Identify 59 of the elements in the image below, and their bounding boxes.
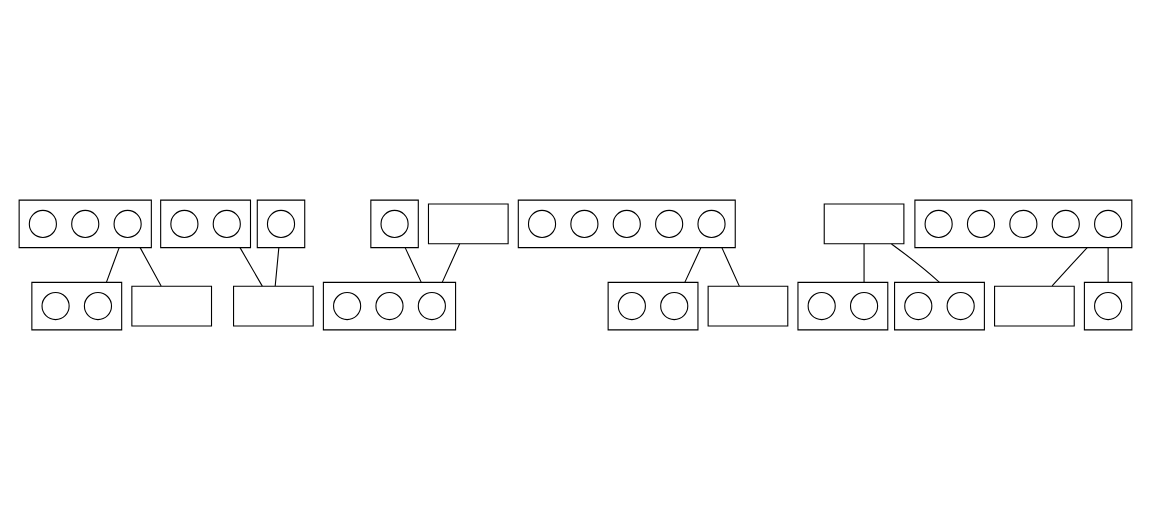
node-circle — [83, 291, 113, 320]
connector — [1051, 246, 1088, 286]
node-circle — [924, 209, 953, 238]
connector — [105, 246, 120, 283]
node-box — [427, 202, 509, 244]
node-box — [233, 285, 314, 327]
node-circle — [170, 209, 199, 238]
cluster — [517, 199, 736, 248]
node-circle — [946, 291, 975, 320]
node-circle — [212, 209, 241, 238]
connector — [274, 246, 280, 287]
node-circle — [612, 209, 641, 238]
node-circle — [28, 209, 57, 238]
connector — [441, 242, 461, 283]
connector — [404, 246, 422, 283]
connector — [721, 246, 740, 287]
cluster — [797, 281, 889, 330]
node-circle — [417, 291, 446, 320]
cluster — [607, 281, 699, 330]
connector — [239, 246, 263, 287]
node-box — [131, 285, 213, 327]
node-circle — [617, 291, 646, 320]
node-circle — [375, 291, 404, 320]
node-circle — [380, 209, 409, 238]
node-circle — [966, 209, 996, 238]
node-circle — [113, 209, 142, 238]
node-circle — [1051, 209, 1080, 238]
connector — [1107, 246, 1109, 283]
connector — [863, 242, 865, 283]
node-circle — [71, 209, 100, 238]
node-circle — [807, 291, 836, 320]
node-circle — [1009, 209, 1038, 238]
connector — [139, 246, 162, 287]
node-circle — [570, 209, 599, 238]
cluster — [1083, 281, 1133, 330]
node-circle — [660, 291, 689, 320]
cluster — [914, 199, 1133, 248]
cluster — [370, 199, 419, 248]
node-circle — [333, 291, 362, 320]
cluster — [160, 199, 252, 248]
connector — [890, 242, 941, 283]
node-box — [994, 285, 1075, 327]
node-circle — [41, 291, 70, 320]
connector — [684, 246, 702, 283]
node-circle — [904, 291, 933, 320]
node-circle — [527, 209, 557, 238]
node-circle — [1094, 291, 1123, 320]
node-circle — [266, 209, 296, 238]
node-circle — [1094, 209, 1123, 238]
cluster — [256, 199, 306, 248]
cluster — [31, 281, 123, 330]
node-circle — [849, 291, 879, 320]
node-circle — [655, 209, 684, 238]
cluster — [322, 281, 457, 330]
cluster — [894, 281, 985, 330]
node-box — [707, 285, 789, 327]
cluster — [18, 199, 152, 248]
node-box — [823, 202, 905, 244]
node-circle — [697, 209, 726, 238]
